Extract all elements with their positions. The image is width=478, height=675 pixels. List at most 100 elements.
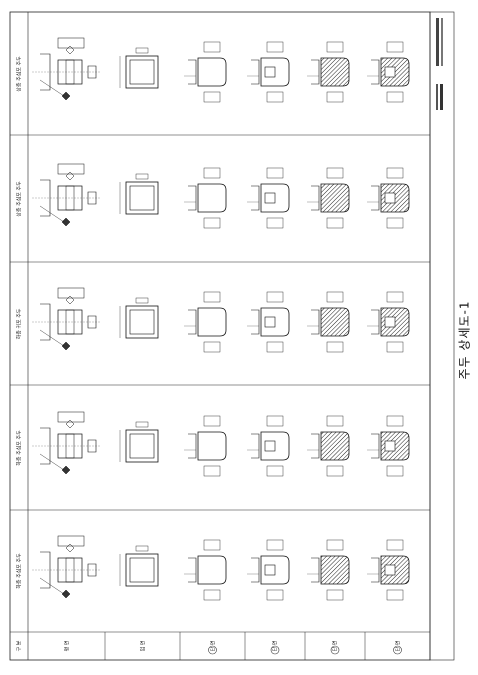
section-view bbox=[307, 41, 350, 103]
plan-dimension-box bbox=[57, 535, 85, 547]
plan-view bbox=[32, 287, 100, 351]
section-view bbox=[247, 41, 290, 103]
section-profile bbox=[260, 57, 290, 87]
section-notch bbox=[264, 192, 276, 204]
section-dim-top bbox=[326, 167, 344, 179]
section-notch bbox=[264, 316, 276, 328]
section-dim-bottom bbox=[386, 91, 404, 103]
header-column-text: 평 면 bbox=[64, 640, 70, 652]
section-bracket bbox=[371, 309, 380, 335]
section-view bbox=[367, 41, 410, 103]
section-profile bbox=[197, 431, 227, 461]
plan-leader bbox=[39, 79, 65, 97]
plan-diamond-top bbox=[65, 419, 75, 429]
plan-block-right bbox=[87, 563, 97, 577]
section-profile bbox=[197, 183, 227, 213]
section-bracket bbox=[188, 557, 197, 583]
section-bracket bbox=[188, 185, 197, 211]
elevation-dim-tag bbox=[135, 545, 149, 552]
section-view bbox=[184, 415, 227, 477]
sheet-title: 주두 상세도-1 bbox=[444, 300, 478, 380]
plan-view bbox=[32, 163, 100, 227]
section-bracket bbox=[251, 557, 260, 583]
header-column-text: 단 면 bbox=[332, 640, 339, 652]
row-grid bbox=[10, 134, 430, 660]
section-bracket bbox=[371, 433, 380, 459]
plan-diamond-bottom bbox=[61, 217, 71, 227]
section-view bbox=[247, 291, 290, 353]
section-view bbox=[184, 291, 227, 353]
row-label-text: 상층 주심포 주두 bbox=[16, 180, 23, 217]
section-dim-bottom bbox=[266, 217, 284, 229]
section-dim-top bbox=[266, 415, 284, 427]
section-notch bbox=[384, 440, 396, 452]
section-dim-top bbox=[386, 539, 404, 551]
row-label-text: 하층 귀포 주두 bbox=[16, 308, 23, 339]
elevation-outer bbox=[125, 55, 159, 89]
section-bracket bbox=[251, 309, 260, 335]
header-column-label: 단 면 bbox=[203, 636, 223, 656]
section-dim-top bbox=[386, 41, 404, 53]
section-dim-bottom bbox=[203, 341, 221, 353]
plan-leader bbox=[39, 205, 65, 223]
section-dim-bottom bbox=[326, 589, 344, 601]
section-dim-bottom bbox=[386, 341, 404, 353]
section-view bbox=[184, 41, 227, 103]
plan-block-right bbox=[87, 191, 97, 205]
section-view bbox=[184, 539, 227, 601]
row-label-text: 하층 주심포 주두 bbox=[16, 553, 23, 589]
section-dim-top bbox=[326, 291, 344, 303]
plan-dimension-box bbox=[57, 287, 85, 299]
section-dim-bottom bbox=[203, 465, 221, 477]
header-column-label: 입 면 bbox=[133, 636, 153, 656]
section-bracket bbox=[371, 557, 380, 583]
section-marker-icon bbox=[330, 645, 340, 655]
section-view bbox=[367, 291, 410, 353]
section-bracket bbox=[311, 185, 320, 211]
row-label: 하층 주심포 주두 bbox=[10, 385, 28, 510]
section-dim-bottom bbox=[326, 91, 344, 103]
section-dim-top bbox=[326, 415, 344, 427]
elevation-outer bbox=[125, 553, 159, 587]
section-profile bbox=[320, 555, 350, 585]
section-view bbox=[247, 167, 290, 229]
section-bracket bbox=[251, 433, 260, 459]
section-bracket bbox=[251, 59, 260, 85]
section-view bbox=[184, 167, 227, 229]
plan-view bbox=[32, 411, 100, 475]
header-column-text: 단 면 bbox=[272, 640, 279, 652]
logo-mark bbox=[436, 18, 443, 110]
section-dim-top bbox=[326, 41, 344, 53]
section-dim-bottom bbox=[266, 465, 284, 477]
section-view bbox=[367, 539, 410, 601]
plan-block-right bbox=[87, 315, 97, 329]
plan-leader bbox=[39, 453, 65, 471]
plan-leader bbox=[39, 329, 65, 347]
plan-diamond-top bbox=[65, 45, 75, 55]
plan-dimension-box bbox=[57, 411, 85, 423]
section-notch bbox=[384, 192, 396, 204]
elevation-dim-tag bbox=[135, 47, 149, 54]
section-dim-bottom bbox=[266, 91, 284, 103]
section-profile bbox=[260, 431, 290, 461]
section-bracket bbox=[188, 433, 197, 459]
elevation-dim-tag bbox=[135, 297, 149, 304]
plan-diamond-bottom bbox=[61, 341, 71, 351]
sheet-title-text: 주두 상세도-1 bbox=[457, 300, 472, 380]
section-bracket bbox=[311, 557, 320, 583]
section-dim-bottom bbox=[386, 589, 404, 601]
section-dim-top bbox=[266, 167, 284, 179]
section-dim-bottom bbox=[266, 589, 284, 601]
section-view bbox=[307, 291, 350, 353]
section-dim-top bbox=[203, 539, 221, 551]
section-dim-bottom bbox=[203, 589, 221, 601]
section-view bbox=[367, 167, 410, 229]
elevation-view bbox=[119, 421, 159, 463]
section-dim-top bbox=[266, 291, 284, 303]
elevation-inner bbox=[129, 185, 155, 211]
section-profile bbox=[320, 183, 350, 213]
section-view bbox=[307, 415, 350, 477]
plan-view bbox=[32, 535, 100, 599]
elevation-view bbox=[119, 47, 159, 89]
row-label-text: 상층 주심포 주두 bbox=[16, 55, 23, 92]
